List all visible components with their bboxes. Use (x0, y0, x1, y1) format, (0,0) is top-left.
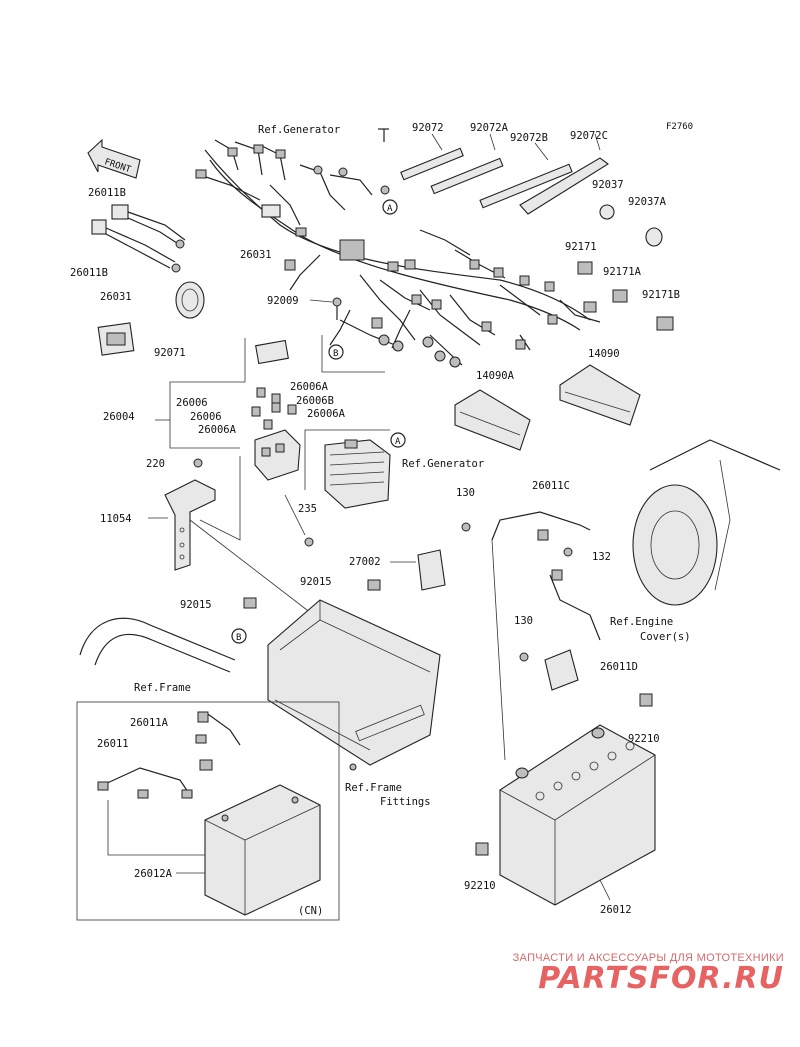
relay-27002 (417, 549, 446, 591)
cover-14090 (559, 364, 641, 426)
label-26011D: 26011D (600, 661, 638, 673)
label-220: 220 (146, 458, 165, 470)
fuse-cover (255, 339, 289, 365)
regulator-rectifier (324, 439, 391, 509)
label-26012: 26012 (600, 904, 632, 916)
ref-generator-top-label: Ref.Generator (258, 124, 340, 136)
cable-ties (400, 147, 609, 215)
ref-frame-label: Ref.Frame (134, 682, 191, 694)
battery-26012 (499, 724, 656, 906)
label-92210-left: 92210 (464, 880, 496, 892)
cable-26011D (544, 569, 601, 691)
ref-generator-mid-label: Ref.Generator (402, 458, 484, 470)
label-26031-harness: 26031 (240, 249, 272, 261)
battery-26012A (204, 784, 321, 916)
label-130-top: 130 (456, 487, 475, 499)
cable-26011 (97, 759, 213, 799)
svg-text:A: A (387, 204, 393, 214)
ref-engine-cover-label-2: Cover(s) (640, 631, 691, 643)
watermark: ЗАПЧАСТИ И АКСЕССУАРЫ ДЛЯ МОТОТЕХНИКИ PA… (488, 952, 784, 994)
main-wiring-harness (195, 139, 601, 368)
diagram-code: F2760 (666, 122, 693, 132)
label-92071: 92071 (154, 347, 186, 359)
ref-engine-cover-label-1: Ref.Engine (610, 616, 673, 628)
label-26011B-bottom: 26011B (70, 267, 108, 279)
label-26006: 26006 (176, 397, 208, 409)
label-14090: 14090 (588, 348, 620, 360)
engine-cover (632, 439, 781, 606)
cn-variant-box (76, 701, 340, 921)
label-26006A-mid: 26006A (307, 408, 346, 420)
label-92037: 92037 (592, 179, 624, 191)
label-92072C: 92072C (570, 130, 608, 142)
bracket-11054 (164, 479, 216, 571)
label-92171A: 92171A (603, 266, 642, 278)
label-26004: 26004 (103, 411, 135, 423)
fuses (251, 387, 297, 430)
cn-variant-label: (CN) (298, 905, 323, 917)
cover-14090A (454, 389, 531, 451)
label-26006A-top: 26006A (290, 381, 329, 393)
label-26011A: 26011A (130, 717, 169, 729)
svg-text:B: B (236, 633, 241, 643)
label-92009: 92009 (267, 295, 299, 307)
marker-B-top: B (328, 344, 344, 360)
label-26006-second: 26006 (190, 411, 222, 423)
ref-frame-fittings-label-1: Ref.Frame (345, 782, 402, 794)
label-26031-module: 26031 (100, 291, 132, 303)
frame-tube (79, 617, 236, 673)
label-92072A: 92072A (470, 122, 509, 134)
label-92072B: 92072B (510, 132, 548, 144)
label-26012A: 26012A (134, 868, 173, 880)
label-92210-right: 92210 (628, 733, 660, 745)
bolt-icon (378, 128, 389, 142)
svg-text:B: B (333, 349, 338, 359)
label-92171B: 92171B (642, 289, 680, 301)
ref-frame-fittings-label-2: Fittings (380, 796, 431, 808)
label-26006B: 26006B (296, 395, 334, 407)
screw-220 (193, 458, 203, 468)
label-92015-top: 92015 (300, 576, 332, 588)
label-132: 132 (592, 551, 611, 563)
cable-26011C (491, 511, 591, 541)
label-130-bottom: 130 (514, 615, 533, 627)
label-235: 235 (298, 503, 317, 515)
label-92037A: 92037A (628, 196, 667, 208)
label-26011C: 26011C (532, 480, 570, 492)
label-26011B-top: 26011B (88, 187, 126, 199)
cable-26011A (195, 711, 241, 746)
ecu-module-26031 (97, 322, 135, 356)
label-26011: 26011 (97, 738, 129, 750)
label-14090A: 14090A (476, 370, 515, 382)
label-27002: 27002 (349, 556, 381, 568)
grommet-92071 (175, 281, 205, 319)
label-11054: 11054 (100, 513, 132, 525)
marker-A-mid: A (390, 432, 406, 448)
label-92171: 92171 (565, 241, 597, 253)
label-92015-left: 92015 (180, 599, 212, 611)
marker-A-top: A (382, 199, 398, 215)
battery-case (267, 599, 441, 771)
watermark-logo: PARTSFOR.RU (538, 961, 784, 996)
watermark-tagline: ЗАПЧАСТИ И АКСЕССУАРЫ ДЛЯ МОТОТЕХНИКИ (512, 952, 784, 964)
label-26006A-bottom: 26006A (198, 424, 237, 436)
front-arrow-icon: FRONT (87, 138, 141, 179)
cable-26011B (91, 204, 186, 273)
marker-B-frame: B (231, 628, 247, 644)
clip-92009 (332, 297, 342, 320)
screw-235 (304, 537, 314, 547)
fuse-box (254, 429, 301, 481)
clamps (577, 204, 674, 331)
label-92072: 92072 (412, 122, 444, 134)
svg-text:A: A (395, 437, 401, 447)
